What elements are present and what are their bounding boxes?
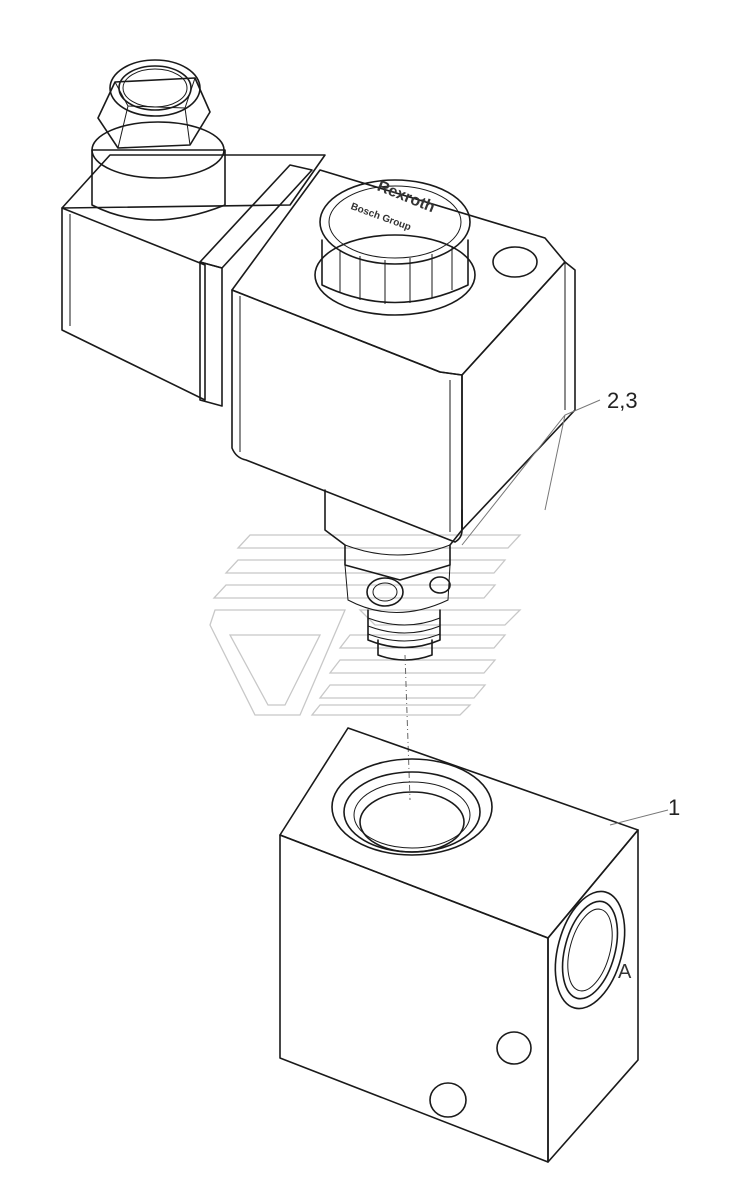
callout-1-label: 1	[668, 795, 680, 820]
callout-2-3: 2,3	[461, 388, 638, 546]
axis-centerline	[404, 654, 411, 801]
watermark-logo	[209, 534, 522, 716]
cap-subtitle-text: Bosch Group	[349, 201, 412, 233]
rexroth-cap: Rexroth Bosch Group	[314, 178, 476, 316]
callout-1: 1	[609, 795, 680, 826]
callout-2-3-label: 2,3	[607, 388, 638, 413]
solenoid-coil	[61, 59, 326, 407]
valve-block: A	[279, 727, 639, 1163]
port-a-marking: A	[618, 961, 632, 983]
